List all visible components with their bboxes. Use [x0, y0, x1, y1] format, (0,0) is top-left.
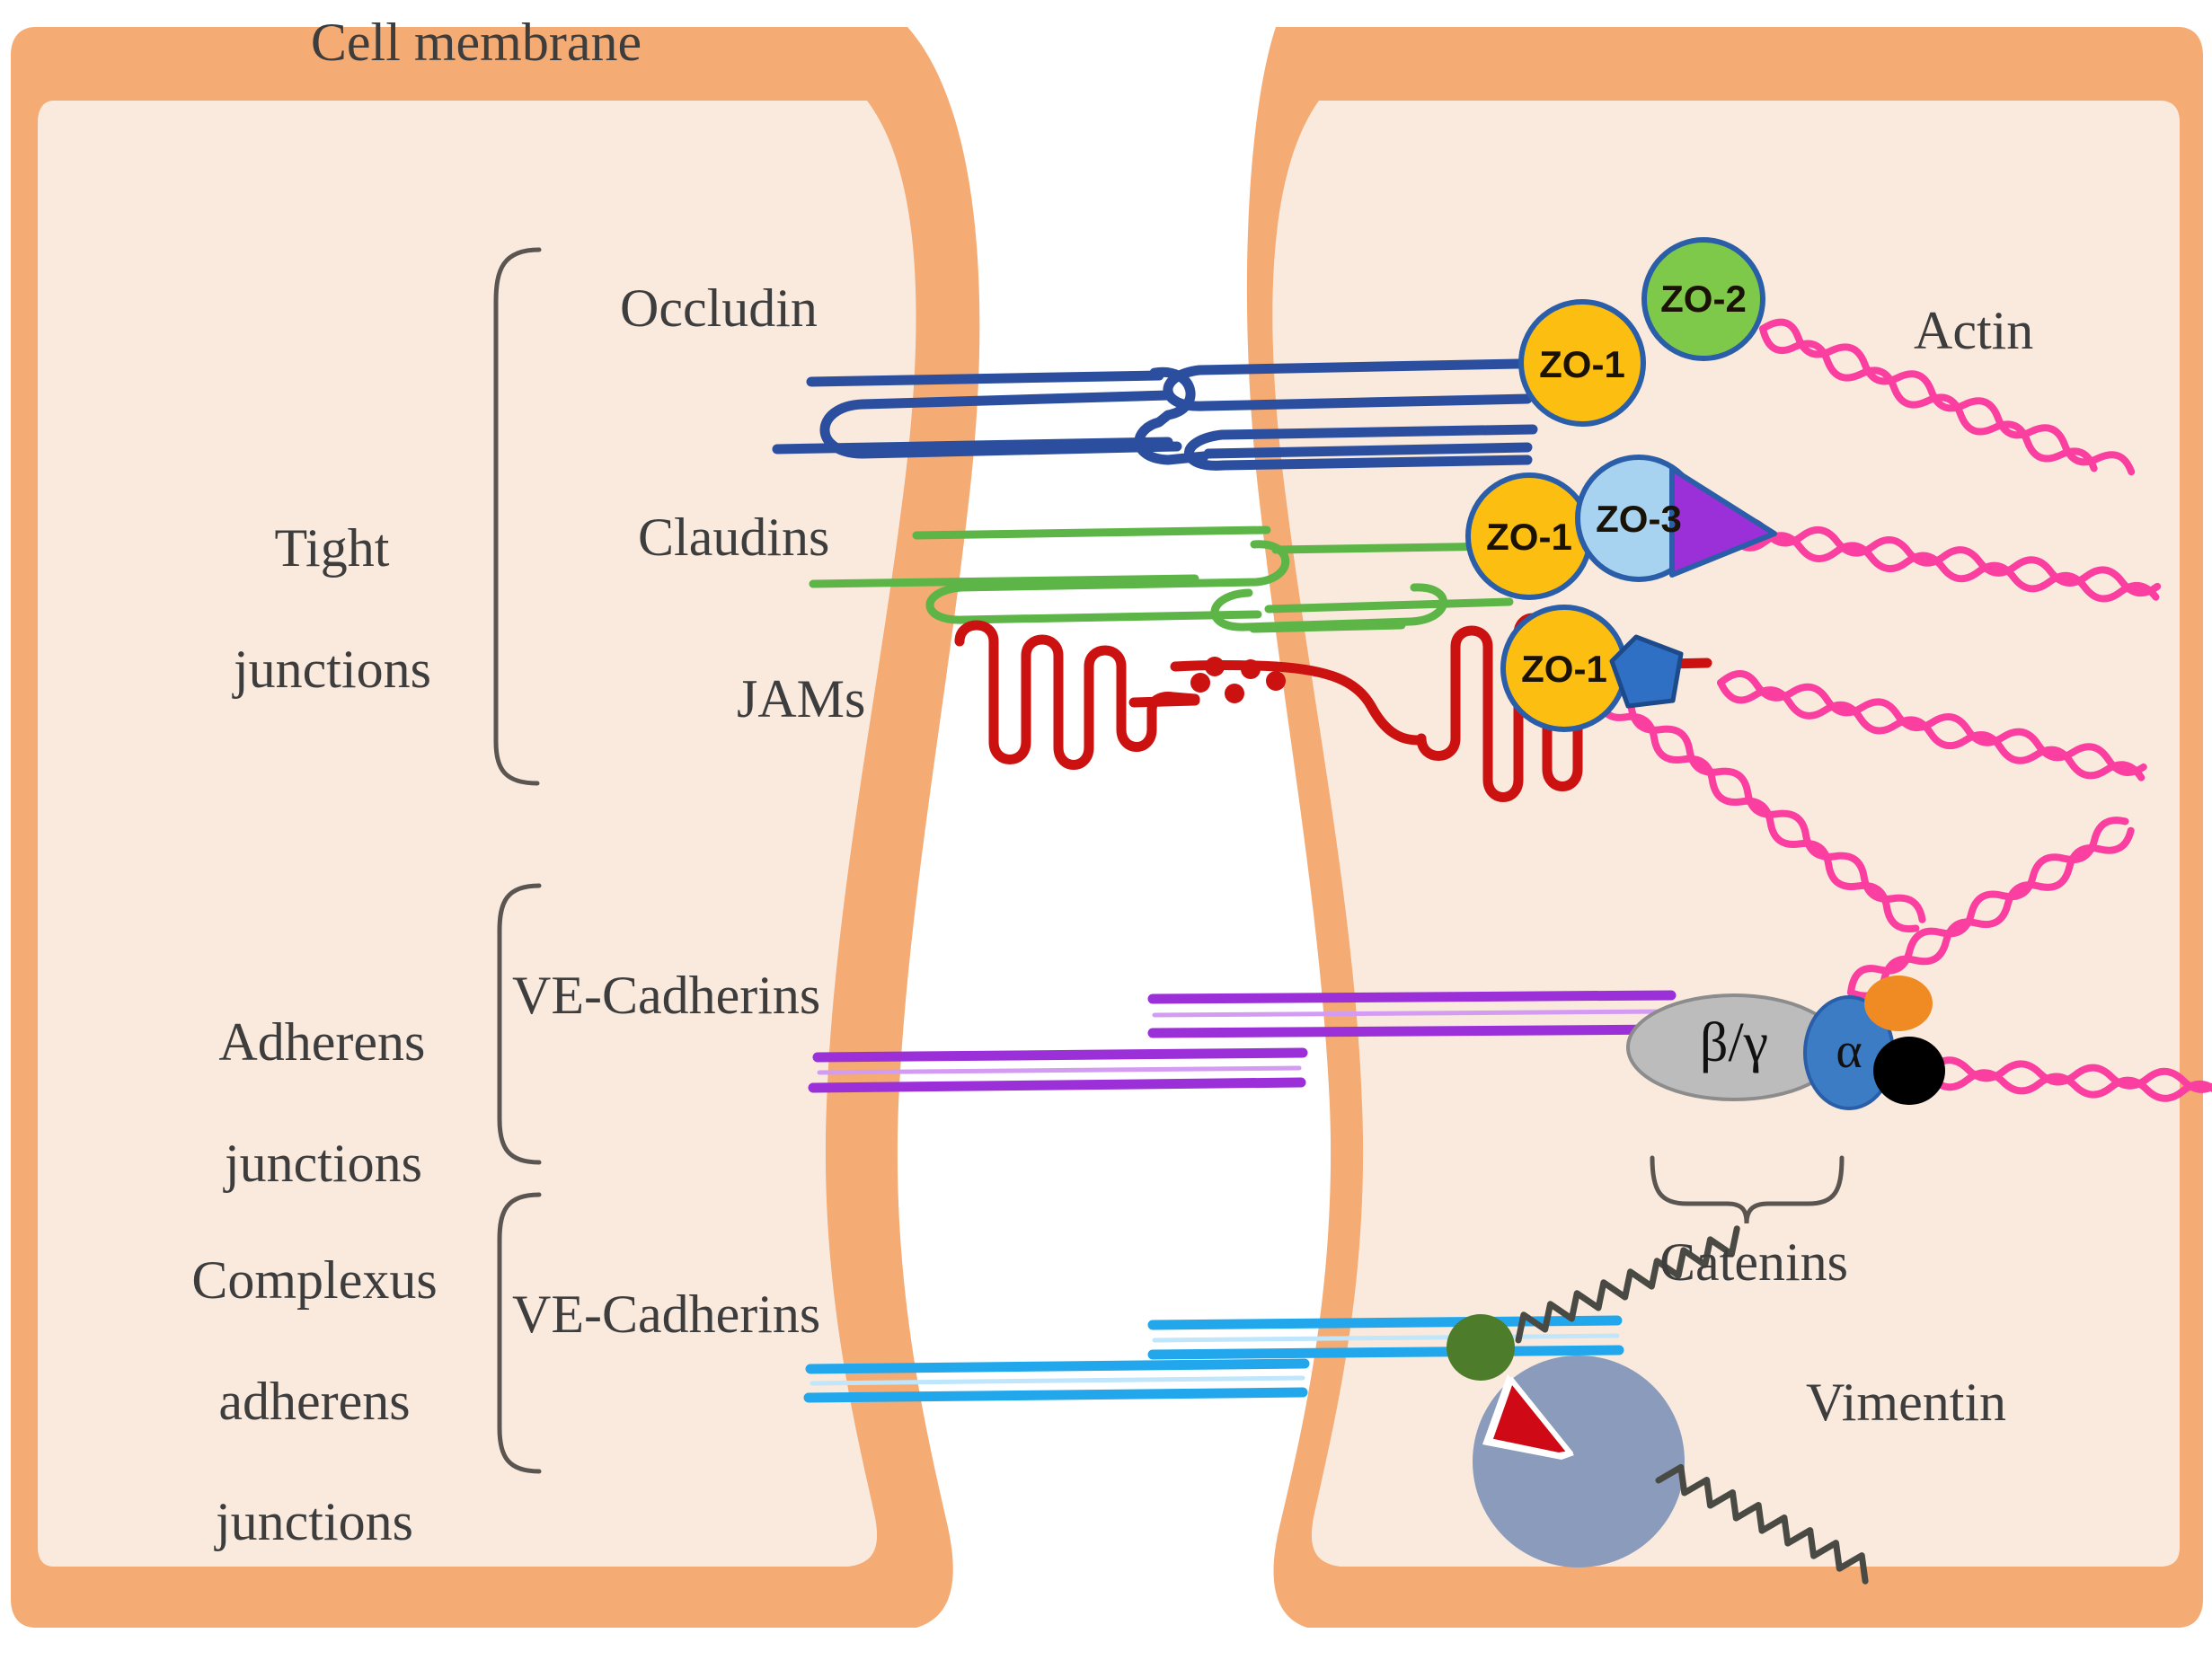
brace-catenins [1650, 1155, 1845, 1224]
black-dot-shape [1873, 1037, 1945, 1105]
purple-triangle-shape [1669, 466, 1777, 578]
zo3-label: ZO-3 [1596, 498, 1682, 540]
ve-cadherin-cyan-strands [803, 1315, 1624, 1403]
zo1-jam-label: ZO-1 [1521, 648, 1607, 690]
zo-nodes [1465, 237, 1777, 732]
vimentin-filament-upper [1515, 1225, 1740, 1344]
vimentin-complex [1447, 1225, 1869, 1585]
green-dot-shape [1447, 1314, 1515, 1381]
zo1-occludin-shape [1518, 299, 1646, 427]
bracket-adherens-junctions [497, 883, 542, 1165]
zo1-occludin-label: ZO-1 [1539, 343, 1625, 385]
beta-gamma-catenin-label: β/γ [1699, 1012, 1769, 1073]
group-brackets [493, 247, 542, 1474]
bracket-complexus-adherens-junctions [497, 1192, 542, 1474]
ve-cadherin-purple-strands [808, 990, 1678, 1093]
vimentin-filament-lower [1655, 1463, 1869, 1585]
occludin-strands [772, 358, 1538, 471]
zo1-claudin-label: ZO-1 [1486, 516, 1572, 558]
bracket-tight-junctions [493, 247, 542, 786]
catenin-complex [1626, 976, 1945, 1224]
blue-pentagon-shape [1609, 634, 1684, 709]
left-cell-body [11, 27, 980, 1628]
zo2-shape [1641, 237, 1765, 361]
actin-filaments [1596, 318, 2212, 1102]
red-wedge-shape [1487, 1377, 1573, 1458]
alpha-catenin-label: α [1836, 1023, 1863, 1079]
zo2-label: ZO-2 [1660, 278, 1747, 320]
orange-dot-shape [1864, 976, 1933, 1031]
